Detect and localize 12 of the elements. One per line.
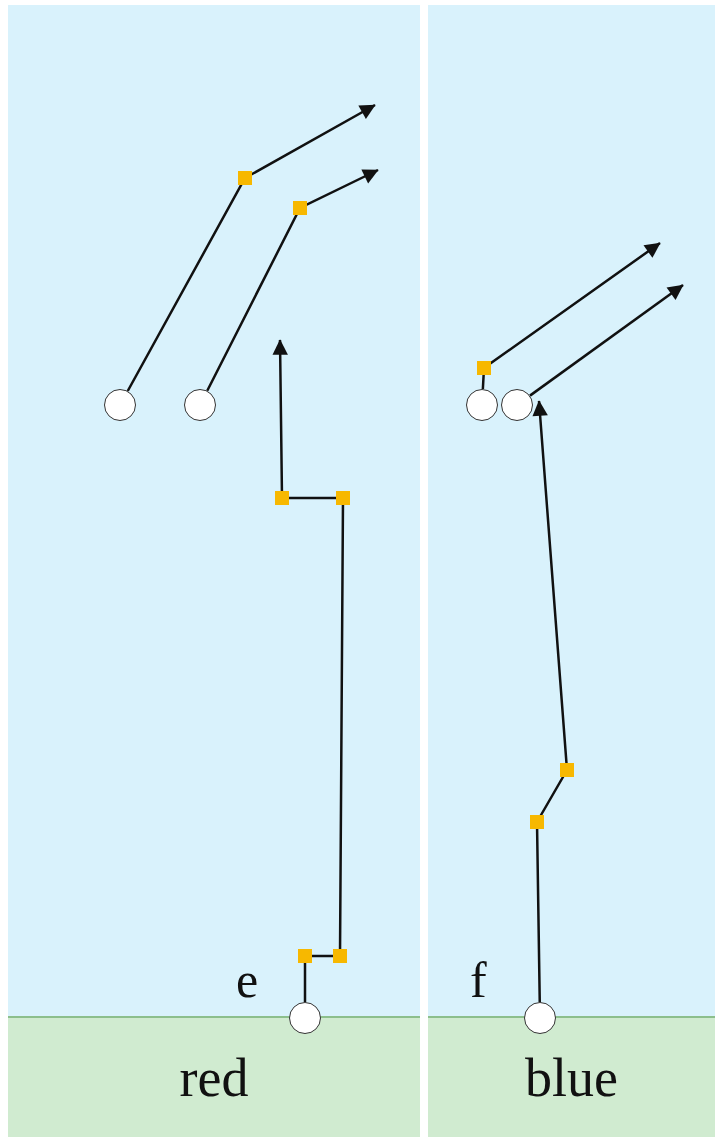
- team-name: red: [179, 1050, 249, 1105]
- movement-arrow: [532, 400, 569, 1002]
- movement-arrow: [272, 339, 345, 1002]
- team-name: blue: [525, 1050, 618, 1105]
- team-band: [428, 1016, 715, 1137]
- position-letter: e: [236, 955, 259, 1005]
- team-band: [8, 1016, 420, 1137]
- movement-arrow: [529, 284, 684, 397]
- movement-arrow: [126, 103, 376, 392]
- movement-arrow: [206, 168, 379, 392]
- movement-arrow: [481, 242, 661, 390]
- position-letter: f: [470, 955, 487, 1005]
